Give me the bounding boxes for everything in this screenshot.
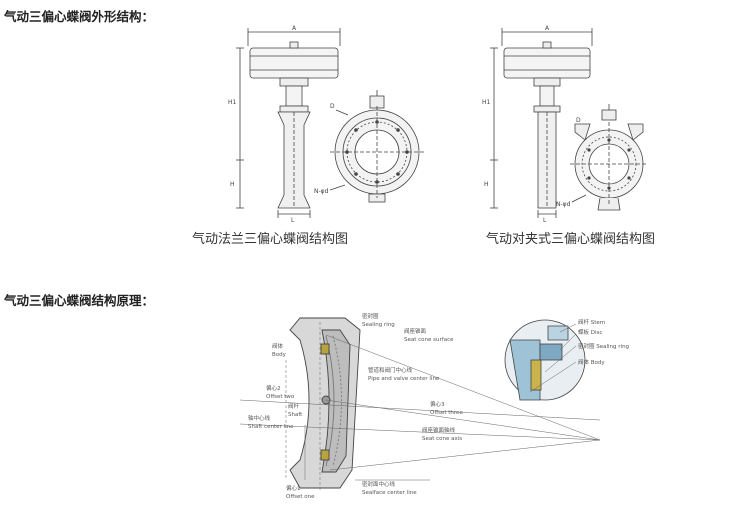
dim-d-right: D bbox=[576, 117, 581, 124]
dim-a-right: A bbox=[545, 25, 550, 32]
label-inset-body: 阀体 Body bbox=[578, 358, 605, 366]
label-inset-stem: 阀杆 Stem bbox=[578, 318, 605, 326]
label-sealface-center-en: Sealface center line bbox=[362, 490, 417, 496]
dim-bolt-right: N-φd bbox=[556, 201, 571, 208]
caption-flanged-valve: 气动法兰三偏心蝶阀结构图 bbox=[192, 232, 349, 247]
label-sealing-ring-cn: 密封圈 bbox=[362, 312, 379, 320]
label-pipe-center-en: Pipe and valve center line bbox=[368, 376, 440, 382]
wafer-valve-bolt-holes bbox=[587, 138, 631, 190]
caption-wafer-valve: 气动对夹式三偏心蝶阀结构图 bbox=[486, 232, 656, 247]
label-offset-three-en: Offset three bbox=[430, 410, 463, 416]
dim-h-left: H bbox=[230, 181, 235, 188]
dim-h-right: H bbox=[484, 181, 489, 188]
flanged-valve-side-view bbox=[236, 28, 341, 218]
label-offset-one-cn: 偏心1 bbox=[286, 484, 301, 492]
label-pipe-center-cn: 管道和阀门中心线 bbox=[368, 366, 413, 374]
principle-inset-detail bbox=[504, 319, 586, 401]
dim-l-right: L bbox=[543, 217, 547, 224]
label-offset-two-cn: 偏心2 bbox=[266, 384, 281, 392]
label-inset-sealing: 密封圈 Sealing ring bbox=[578, 342, 629, 350]
label-body-en: Body bbox=[272, 352, 287, 358]
dim-l-left: L bbox=[291, 217, 295, 224]
label-shaft-center-cn: 轴中心线 bbox=[248, 414, 271, 422]
wafer-valve-front-view bbox=[570, 104, 648, 211]
label-shaft-en: Shaft bbox=[288, 412, 303, 418]
label-body-cn: 阀体 bbox=[272, 342, 284, 350]
dim-d-left: D bbox=[330, 103, 335, 110]
label-seat-cone-cn: 阀座锥面 bbox=[404, 327, 427, 335]
label-seat-cone-axis-en: Seat cone axis bbox=[422, 436, 462, 442]
label-offset-three-cn: 偏心3 bbox=[430, 400, 445, 408]
principle-valve-body bbox=[289, 317, 361, 489]
dim-h1-right: H1 bbox=[482, 99, 491, 106]
label-offset-two-en: Offset two bbox=[266, 394, 295, 400]
label-shaft-cn: 阀杆 bbox=[288, 402, 300, 410]
label-seat-cone-en: Seat cone surface bbox=[404, 337, 454, 343]
dim-h1-left: H1 bbox=[228, 99, 237, 106]
label-seat-cone-axis-cn: 阀座锥面轴线 bbox=[422, 426, 456, 434]
dim-bolt-left: N-φd bbox=[314, 188, 329, 195]
dim-a-left: A bbox=[292, 25, 297, 32]
label-shaft-center-en: Shaft center line bbox=[248, 424, 294, 430]
label-offset-one-en: Offset one bbox=[286, 494, 315, 500]
flanged-valve-front-view bbox=[329, 90, 424, 203]
label-inset-disc: 蝶板 Disc bbox=[578, 328, 602, 336]
section-title-principle: 气动三偏心蝶阀结构原理： bbox=[4, 293, 155, 308]
label-sealing-ring-en: Sealing ring bbox=[362, 322, 395, 328]
flanged-valve-bolt-holes bbox=[345, 120, 409, 184]
label-sealface-center-cn: 密封面中心线 bbox=[362, 480, 396, 488]
section-title-appearance: 气动三偏心蝶阀外形结构： bbox=[4, 9, 155, 24]
principle-guide-lines bbox=[239, 320, 601, 490]
wafer-valve-side-view bbox=[490, 28, 593, 218]
